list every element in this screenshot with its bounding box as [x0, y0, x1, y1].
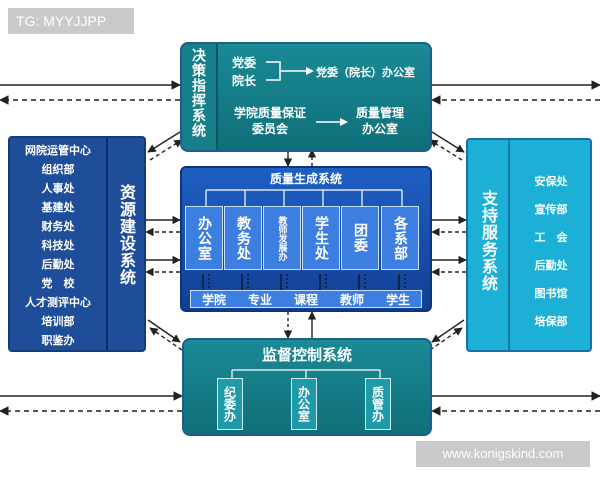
qm-office-line2: 办公室: [361, 122, 398, 136]
support-item-list: 安保处 宣传部 工 会 后勤处 图书馆 培保部: [512, 168, 590, 336]
quality-unit-academic: 教务处: [224, 206, 262, 270]
supervision-unit-discipline: 纪委办: [217, 378, 243, 430]
party-label: 党委: [232, 56, 257, 70]
supervision-unit-office: 办公室: [291, 378, 317, 430]
quality-bottom-item: 学生: [385, 292, 410, 307]
vertical-arrows: [283, 149, 317, 339]
support-item: 培保部: [534, 315, 568, 328]
quality-unit-departments: 各系部: [381, 206, 419, 270]
quality-unit-student: 学生处: [302, 206, 340, 270]
supervision-unit-quality: 质管办: [365, 378, 391, 430]
diagonal-arrows: [147, 131, 465, 351]
resource-item-list: 网院运管中心 组织部 人事处 基建处 财务处 科技处 后勤处 党 校 人才测评中…: [12, 141, 104, 350]
supervision-system-title: 监督控制系统: [261, 346, 352, 364]
qm-office-line1: 质量管理: [355, 106, 404, 120]
decision-system-title: 决策指挥系统: [190, 48, 206, 138]
resource-item: 人事处: [41, 182, 75, 195]
side-arrows: [145, 215, 467, 277]
resource-item: 组织部: [41, 163, 75, 176]
decision-system-box: 决策指挥系统 党委 院长 党委（院长）办公室 学院质量保证 委员会 质量管理 办…: [180, 42, 432, 152]
support-item: 安保处: [534, 175, 568, 188]
quality-bottom-item: 教师: [339, 292, 364, 307]
quality-bottom-item: 课程: [293, 292, 318, 307]
party-office-label: 党委（院长）办公室: [316, 66, 415, 79]
resource-item: 人才测评中心: [25, 296, 91, 309]
resource-item: 财务处: [41, 220, 75, 233]
resource-item: 基建处: [41, 201, 75, 214]
president-label: 院长: [232, 74, 257, 88]
committee-line2: 委员会: [251, 122, 288, 136]
quality-bottom-item: 专业: [247, 292, 272, 307]
support-item: 后勤处: [534, 259, 568, 272]
resource-system-box: 网院运管中心 组织部 人事处 基建处 财务处 科技处 后勤处 党 校 人才测评中…: [8, 136, 146, 352]
watermark-top: TG: MYYJJPP: [8, 8, 134, 34]
quality-bottom-item: 学院: [201, 292, 226, 307]
quality-system-title: 质量生成系统: [269, 172, 342, 186]
merge-arrow: [266, 61, 314, 81]
resource-item: 培训部: [41, 315, 75, 328]
resource-item: 网院运管中心: [25, 144, 91, 157]
quality-bottom-bar: 学院 专业 课程 教师 学生: [190, 290, 422, 308]
committee-line1: 学院质量保证: [233, 106, 306, 120]
quality-unit-office: 办公室: [185, 206, 223, 270]
resource-item: 科技处: [41, 239, 75, 252]
watermark-bottom: www.konigskind.com: [416, 441, 590, 467]
quality-unit-teacher-dev: 教师发展办: [263, 206, 301, 270]
resource-item: 后勤处: [41, 258, 75, 271]
resource-system-title: 资源建设系统: [117, 184, 136, 286]
outer-arrows: [0, 80, 600, 416]
quality-tree-lines: [202, 189, 406, 290]
resource-item: 党 校: [41, 277, 75, 290]
support-item: 工 会: [534, 231, 568, 244]
support-item: 图书馆: [534, 287, 568, 300]
support-item: 宣传部: [534, 203, 568, 216]
quality-unit-league: 团委: [341, 206, 379, 270]
support-system-title: 支持服务系统: [479, 190, 498, 292]
committee-arrow: [316, 118, 348, 126]
supervision-tree-lines: [231, 369, 381, 378]
resource-item: 职鉴办: [41, 334, 75, 347]
support-system-box: 支持服务系统 安保处 宣传部 工 会 后勤处 图书馆 培保部: [466, 138, 592, 352]
